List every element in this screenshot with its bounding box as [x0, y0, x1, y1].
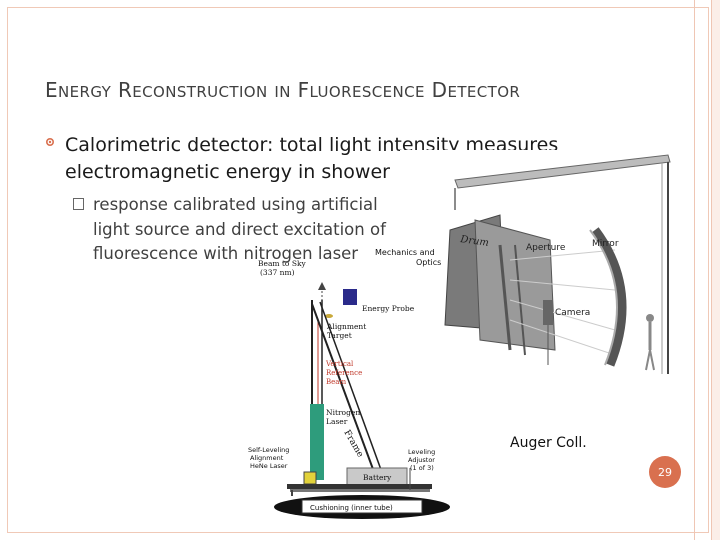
slide-title: ENERGY RECONSTRUCTION IN FLUORESCENCE DE… — [45, 78, 521, 102]
label-aperture: Aperture — [526, 243, 566, 253]
label-beam-to-sky: Beam to Sky — [258, 259, 307, 268]
slide-edge-stripe — [694, 0, 712, 540]
label-hene-laser: HeNe Laser — [250, 462, 288, 470]
label-vertical: Vertical — [325, 360, 354, 368]
laser-calibration-diagram: Beam to Sky (337 nm) Mechanics and Optic… — [248, 248, 450, 519]
slide-frame — [7, 7, 709, 533]
label-mechanics: Mechanics and — [375, 248, 435, 257]
label-alignment: Alignment — [326, 322, 366, 331]
telescope-photo: Drum Aperture Mirror Camera — [400, 150, 672, 374]
label-camera: Camera — [555, 308, 590, 318]
sun-bullet-icon — [45, 137, 55, 147]
label-beam: Beam — [326, 378, 346, 386]
label-optics: Optics — [416, 258, 441, 267]
label-cushioning: Cushioning (inner tube) — [310, 504, 393, 512]
sub-bullet-text: response calibrated using artificial lig… — [93, 195, 386, 263]
label-wavelength: (337 nm) — [260, 268, 295, 277]
page-number-badge: 29 — [649, 456, 681, 488]
label-adjustor: Adjustor — [408, 456, 435, 464]
square-bullet-icon — [73, 198, 84, 210]
slide-edge-fill — [712, 0, 720, 540]
label-self-leveling: Self-Leveling — [248, 446, 289, 454]
label-leveling: Leveling — [408, 448, 435, 456]
label-alignment-laser: Alignment — [250, 454, 284, 462]
label-one-of-three: (1 of 3) — [410, 464, 434, 472]
label-nitrogen: Nitrogen — [326, 408, 360, 417]
label-drum: Drum — [459, 234, 490, 249]
label-energy-probe: Energy Probe — [362, 304, 415, 313]
image-credit: Auger Coll. — [510, 435, 587, 451]
label-battery: Battery — [363, 473, 392, 482]
label-target: Target — [327, 331, 352, 340]
label-reference: Reference — [326, 369, 362, 377]
label-frame: Frame — [341, 429, 365, 460]
label-mirror: Mirror — [592, 239, 619, 249]
label-laser: Laser — [326, 417, 348, 426]
